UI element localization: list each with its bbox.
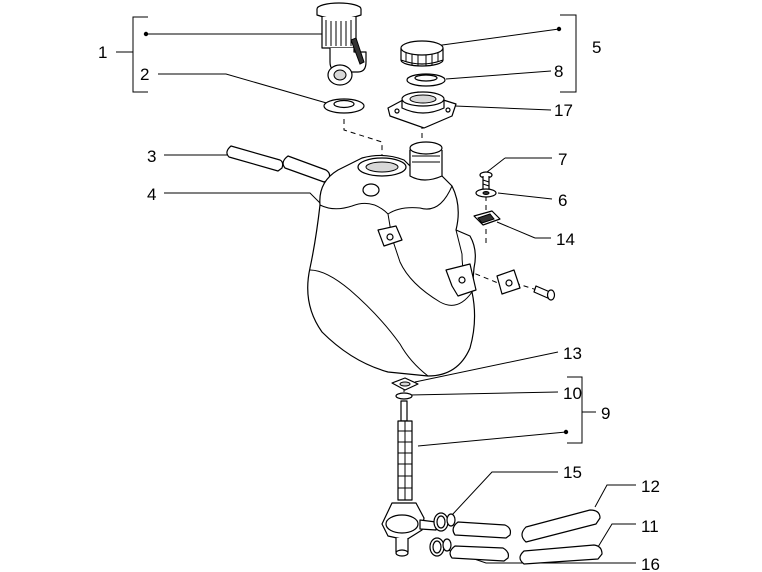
callout-4: 4 (147, 185, 156, 204)
gasket-10 (395, 392, 413, 400)
bracket-9 (567, 376, 583, 444)
callout-11: 11 (641, 517, 659, 536)
fuel-hose-12 (521, 509, 601, 543)
callout-9: 9 (601, 404, 610, 423)
washer-6 (475, 188, 497, 198)
fuel-level-sender (316, 2, 367, 86)
callout-5: 5 (592, 38, 601, 57)
fuel-tap-filter (381, 400, 437, 557)
filler-flange-17 (387, 91, 457, 129)
screw-7 (479, 171, 493, 191)
callout-6: 6 (558, 191, 567, 210)
fuel-tank-4 (307, 141, 477, 377)
tap-flange-13 (391, 377, 419, 391)
callout-7: 7 (558, 150, 567, 169)
callout-3: 3 (147, 147, 156, 166)
callout-1: 1 (98, 43, 107, 62)
hose-clamp-16 (429, 537, 452, 557)
callout-2: 2 (140, 65, 149, 84)
hose-clamp-15 (433, 512, 456, 532)
callout-17: 17 (554, 101, 573, 120)
leader-lines (143, 26, 636, 564)
clip-nut-14 (473, 210, 501, 226)
callout-10: 10 (563, 384, 582, 403)
seal-ring-8 (406, 73, 446, 87)
bracket-1 (132, 16, 148, 93)
bracket-5 (560, 14, 577, 93)
callout-8: 8 (554, 62, 563, 81)
callout-14: 14 (556, 230, 575, 249)
filler-cap-5 (400, 40, 444, 67)
breather-hose-3 (226, 145, 331, 183)
callout-13: 13 (563, 344, 582, 363)
callout-16: 16 (641, 555, 660, 572)
group-brackets (116, 14, 596, 444)
callout-12: 12 (641, 477, 660, 496)
gasket-2 (323, 98, 365, 114)
callout-15: 15 (563, 463, 582, 482)
short-hoses (449, 521, 512, 562)
clip-nut-lower (496, 269, 556, 301)
fuel-hose-11 (519, 544, 603, 565)
callout-labels: 1 2 3 4 5 6 7 8 9 10 11 12 13 14 15 16 1… (98, 38, 660, 572)
